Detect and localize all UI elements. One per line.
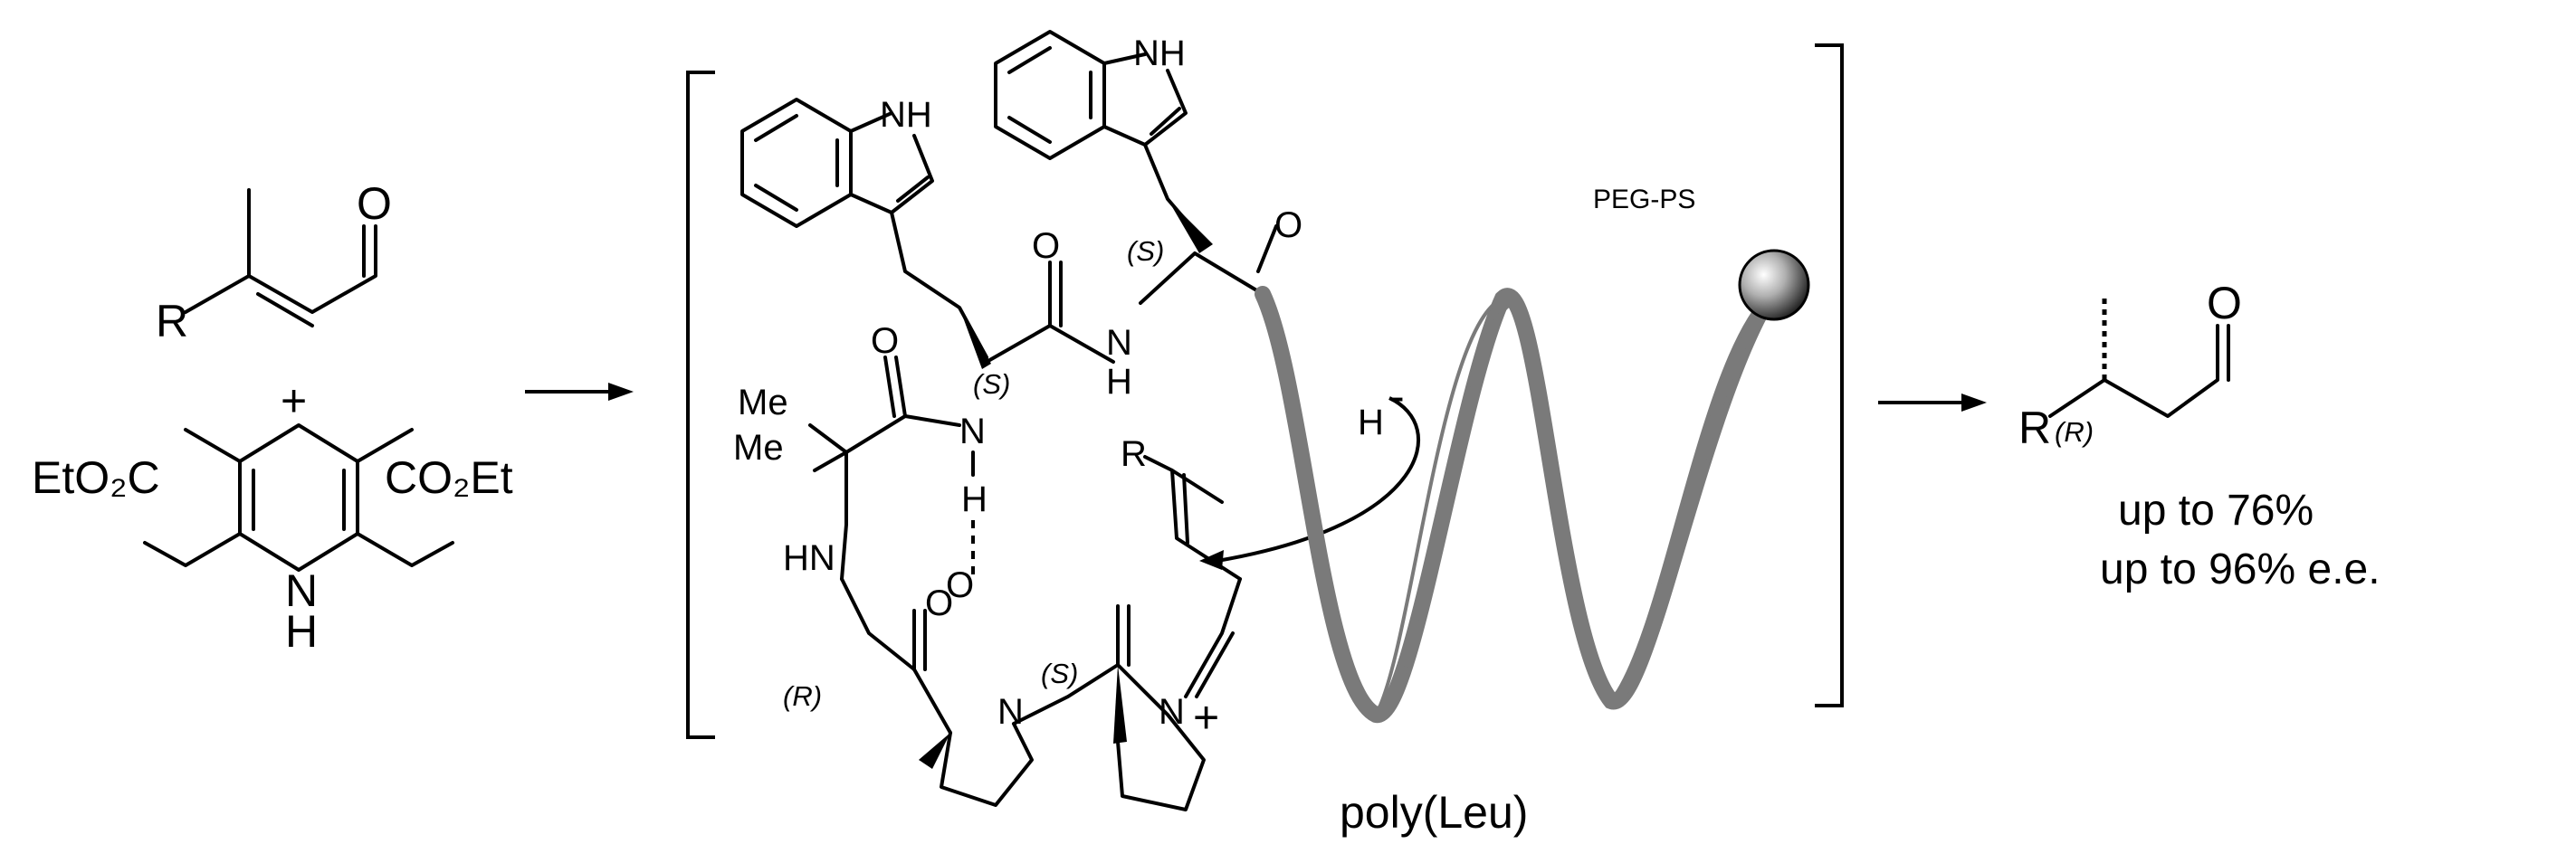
tryptophan-2: NH O (S) N H xyxy=(994,30,1302,402)
ester-right-label: CO₂Et xyxy=(385,452,513,503)
reagent-plus-sign: + xyxy=(281,375,307,426)
enal-r-group: R xyxy=(156,296,188,346)
indole1-nh: NH xyxy=(880,95,932,135)
stereo-label-r: (R) xyxy=(783,680,822,712)
reaction-arrow-1 xyxy=(525,383,634,401)
hn-label: HN xyxy=(783,538,835,578)
product-stereo-label: (R) xyxy=(2055,416,2094,448)
carbonyl-oxygen-bottom2: O xyxy=(946,565,974,605)
amide-n-1: N xyxy=(1106,323,1132,363)
substrate-r-group: R xyxy=(1121,434,1147,474)
methyl-label-1: Me xyxy=(738,383,788,422)
amide-n-1-h: H xyxy=(1106,362,1132,402)
yield-text: up to 76% xyxy=(2118,487,2314,535)
indole2-nh: NH xyxy=(1133,33,1186,73)
stereo-label-s3: (S) xyxy=(1041,658,1078,689)
aib-residue: O N Me Me HN O H xyxy=(733,321,987,735)
resin-bead-icon xyxy=(1738,249,1810,321)
hydride-charge: - xyxy=(1389,371,1405,422)
enal-carbonyl-oxygen: O xyxy=(357,178,392,229)
dihydropyridine-h: H xyxy=(285,606,318,657)
iminium-charge: + xyxy=(1193,692,1219,743)
ee-text: up to 96% e.e. xyxy=(2100,545,2380,593)
carbonyl-oxygen-top: O xyxy=(1274,205,1302,245)
enal-substrate: R O xyxy=(156,178,392,346)
hbond-h: H xyxy=(961,479,987,519)
iminium-n: N xyxy=(1159,692,1185,732)
carbonyl-oxygen-bottom1: O xyxy=(925,583,953,623)
peg-ps-support: PEG-PS xyxy=(1593,185,1810,321)
product-aldehyde: R (R) O up to 76% up to 96% e.e. xyxy=(2018,278,2380,593)
hydride-h: H xyxy=(1358,403,1384,442)
stereo-label-s2: (S) xyxy=(1127,235,1164,267)
amide-n-2: N xyxy=(959,412,986,451)
helix-label: poly(Leu) xyxy=(1340,787,1528,838)
product-carbonyl-oxygen: O xyxy=(2207,278,2242,328)
proline-n1: N xyxy=(997,692,1024,732)
ester-left-label: EtO₂C xyxy=(32,452,160,503)
hydride-delivery: H - xyxy=(1199,371,1420,570)
bracket-left xyxy=(686,71,715,739)
polyleu-helix: poly(Leu) xyxy=(1255,281,1789,838)
tryptophan-1: NH O (S) xyxy=(740,95,1115,400)
support-label: PEG-PS xyxy=(1593,185,1695,214)
methyl-label-2: Me xyxy=(733,428,784,468)
hantzsch-ester: EtO₂C CO₂Et N H xyxy=(32,423,513,657)
reaction-arrow-2 xyxy=(1878,394,1987,412)
dihydropyridine-n: N xyxy=(285,565,318,616)
carbonyl-oxygen-left: O xyxy=(871,321,899,361)
stereo-label-s1: (S) xyxy=(973,368,1010,400)
proline-dipeptide: O N N + (R) (S) xyxy=(783,565,1242,811)
carbonyl-oxygen-mid: O xyxy=(1032,226,1060,266)
product-r-group: R xyxy=(2018,403,2051,453)
bracket-right xyxy=(1815,43,1844,707)
